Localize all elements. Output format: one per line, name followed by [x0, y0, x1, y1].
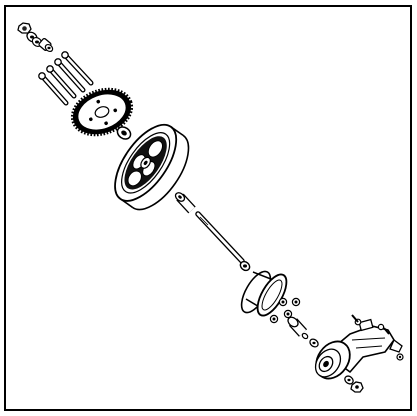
lock-nut [17, 22, 32, 34]
mounting-bolt [46, 65, 77, 99]
flat-washer [309, 338, 319, 348]
motor-bracket [314, 314, 403, 380]
bearing [116, 126, 132, 140]
wheel-hub [114, 123, 190, 211]
hex-nut [269, 314, 279, 324]
mounting-bolt [61, 51, 94, 86]
hex-nut [396, 353, 404, 361]
mounting-bolt [54, 58, 86, 93]
spacer-bushing [38, 38, 54, 53]
hex-nut [278, 297, 288, 307]
lock-nut [350, 381, 364, 393]
brake-drum [240, 269, 288, 317]
axle [195, 211, 245, 264]
sprocket [70, 87, 134, 137]
axle-nut [239, 260, 251, 272]
bushing [287, 316, 309, 340]
mounting-bolt [38, 72, 69, 106]
flat-washer [344, 375, 354, 385]
diagram-frame [4, 5, 412, 411]
hex-nut [283, 309, 293, 319]
spacer-tube [174, 192, 196, 214]
hex-nut [291, 297, 301, 307]
